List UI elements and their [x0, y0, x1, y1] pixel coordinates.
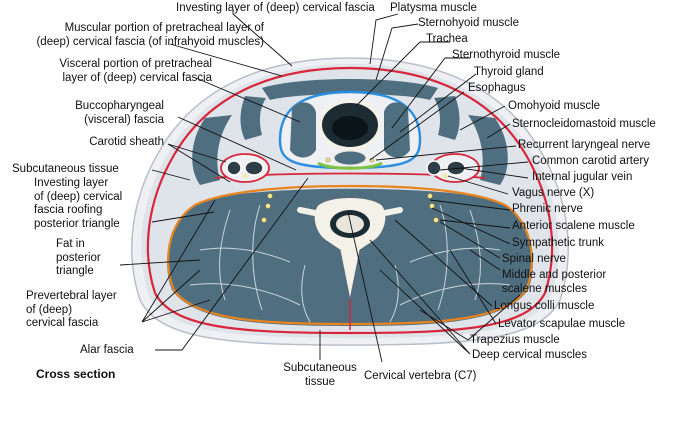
label-recurrent-laryngeal: Recurrent laryngeal nerve: [518, 139, 651, 151]
label-investing-roof-line1: Investing layer: [34, 177, 109, 189]
label-anterior-scalene: Anterior scalene muscle: [512, 220, 635, 232]
label-esophagus: Esophagus: [468, 82, 526, 94]
label-sternocleidomastoid: Sternocleidomastoid muscle: [512, 118, 656, 130]
label-levator-scapulae: Levator scapulae muscle: [498, 318, 626, 330]
label-investing-roof-line3: fascia roofing: [34, 204, 103, 216]
label-mps-line2: scalene muscles: [502, 282, 588, 295]
label-trapezius: Trapezius muscle: [470, 334, 560, 346]
thyroid-gland: [290, 102, 410, 158]
label-spinal-nerve: Spinal nerve: [502, 253, 566, 265]
label-sympathetic-trunk: Sympathetic trunk: [512, 237, 605, 249]
carotid-sheath-left: [220, 153, 270, 183]
label-mps-line1: Middle and posterior: [502, 269, 607, 281]
infrahyoid-muscles: [262, 79, 438, 100]
label-prevertebral-layer: Prevertebral layer of (deep) cervical fa…: [26, 290, 117, 331]
esophagus: [333, 150, 367, 166]
label-visceral-portion-line1: Visceral portion of pretracheal: [59, 58, 212, 70]
label-visceral-portion: Visceral portion of pretracheal layer of…: [20, 58, 212, 85]
label-investing-roof-line2: of (deep) cervical: [34, 190, 123, 203]
label-trachea: Trachea: [426, 33, 468, 45]
label-investing-roof: Investing layer of (deep) cervical fasci…: [34, 177, 122, 231]
label-alar-fascia: Alar fascia: [80, 344, 134, 356]
leader-lines: [119, 10, 529, 363]
muscle-bundle-lines: [189, 204, 511, 323]
label-fat-line3: triangle: [56, 265, 94, 277]
label-subcutaneous-bottom-line2: tissue: [304, 375, 336, 388]
label-omohyoid: Omohyoid muscle: [508, 100, 601, 112]
label-longus-colli: Longus colli muscle: [494, 300, 595, 312]
label-sternothyroid: Sternothyroid muscle: [452, 49, 561, 61]
label-thyroid-gland: Thyroid gland: [474, 66, 544, 78]
label-visceral-portion-line2: layer of (deep) cervical fascia: [62, 71, 212, 84]
label-investing-roof-line4: posterior triangle: [34, 217, 120, 230]
label-phrenic-nerve: Phrenic nerve: [512, 203, 583, 215]
label-muscular-portion-line1: Muscular portion of pretracheal layer of: [64, 22, 264, 34]
label-subcutaneous-bottom-line1: Subcutaneous: [283, 362, 357, 374]
label-platysma: Platysma muscle: [390, 2, 477, 14]
label-muscular-portion-line2: (deep) cervical fascia (of infrahyoid mu…: [36, 35, 264, 48]
caption-cross-section: Cross section: [36, 367, 116, 381]
label-sternohyoid: Sternohyoid muscle: [418, 17, 519, 29]
label-fat-line1: Fat in: [56, 238, 85, 250]
label-buccopharyngeal-line1: Buccopharyngeal: [75, 100, 164, 112]
buccopharyngeal-fascia: [317, 161, 383, 170]
label-middle-posterior-scalene: Middle and posterior scalene muscles: [502, 269, 606, 296]
label-carotid-sheath: Carotid sheath: [89, 136, 164, 148]
label-buccopharyngeal: Buccopharyngeal (visceral) fascia: [44, 100, 164, 127]
cervical-vertebra-c7: [297, 197, 403, 301]
label-vagus-nerve: Vagus nerve (X): [512, 187, 595, 199]
infrahyoid-muscles-lateral: [240, 96, 460, 140]
label-subcutaneous-tissue-left: Subcutaneous tissue: [12, 163, 119, 175]
label-cervical-vertebra: Cervical vertebra (C7): [364, 370, 477, 382]
label-buccopharyngeal-line2: (visceral) fascia: [84, 113, 164, 126]
label-fat-line2: posterior: [56, 251, 101, 264]
label-investing-layer-top: Investing layer of (deep) cervical fasci…: [176, 2, 375, 14]
label-muscular-portion: Muscular portion of pretracheal layer of…: [8, 22, 264, 49]
investing-fascia: [146, 66, 554, 335]
label-deep-cervical: Deep cervical muscles: [472, 349, 588, 361]
label-prevertebral-line3: cervical fascia: [26, 317, 99, 329]
label-internal-jugular: Internal jugular vein: [532, 171, 633, 183]
label-common-carotid: Common carotid artery: [532, 155, 649, 167]
label-prevertebral-line2: of (deep): [26, 303, 73, 316]
sternocleidomastoid-right: [468, 115, 508, 185]
sternocleidomastoid-left: [192, 115, 232, 185]
label-subcutaneous-tissue-bottom: Subcutaneous tissue: [282, 362, 358, 389]
carotid-sheath-right: [426, 153, 480, 183]
label-prevertebral-line1: Prevertebral layer: [26, 290, 117, 302]
label-fat-posterior-triangle: Fat in posterior triangle: [56, 238, 101, 279]
